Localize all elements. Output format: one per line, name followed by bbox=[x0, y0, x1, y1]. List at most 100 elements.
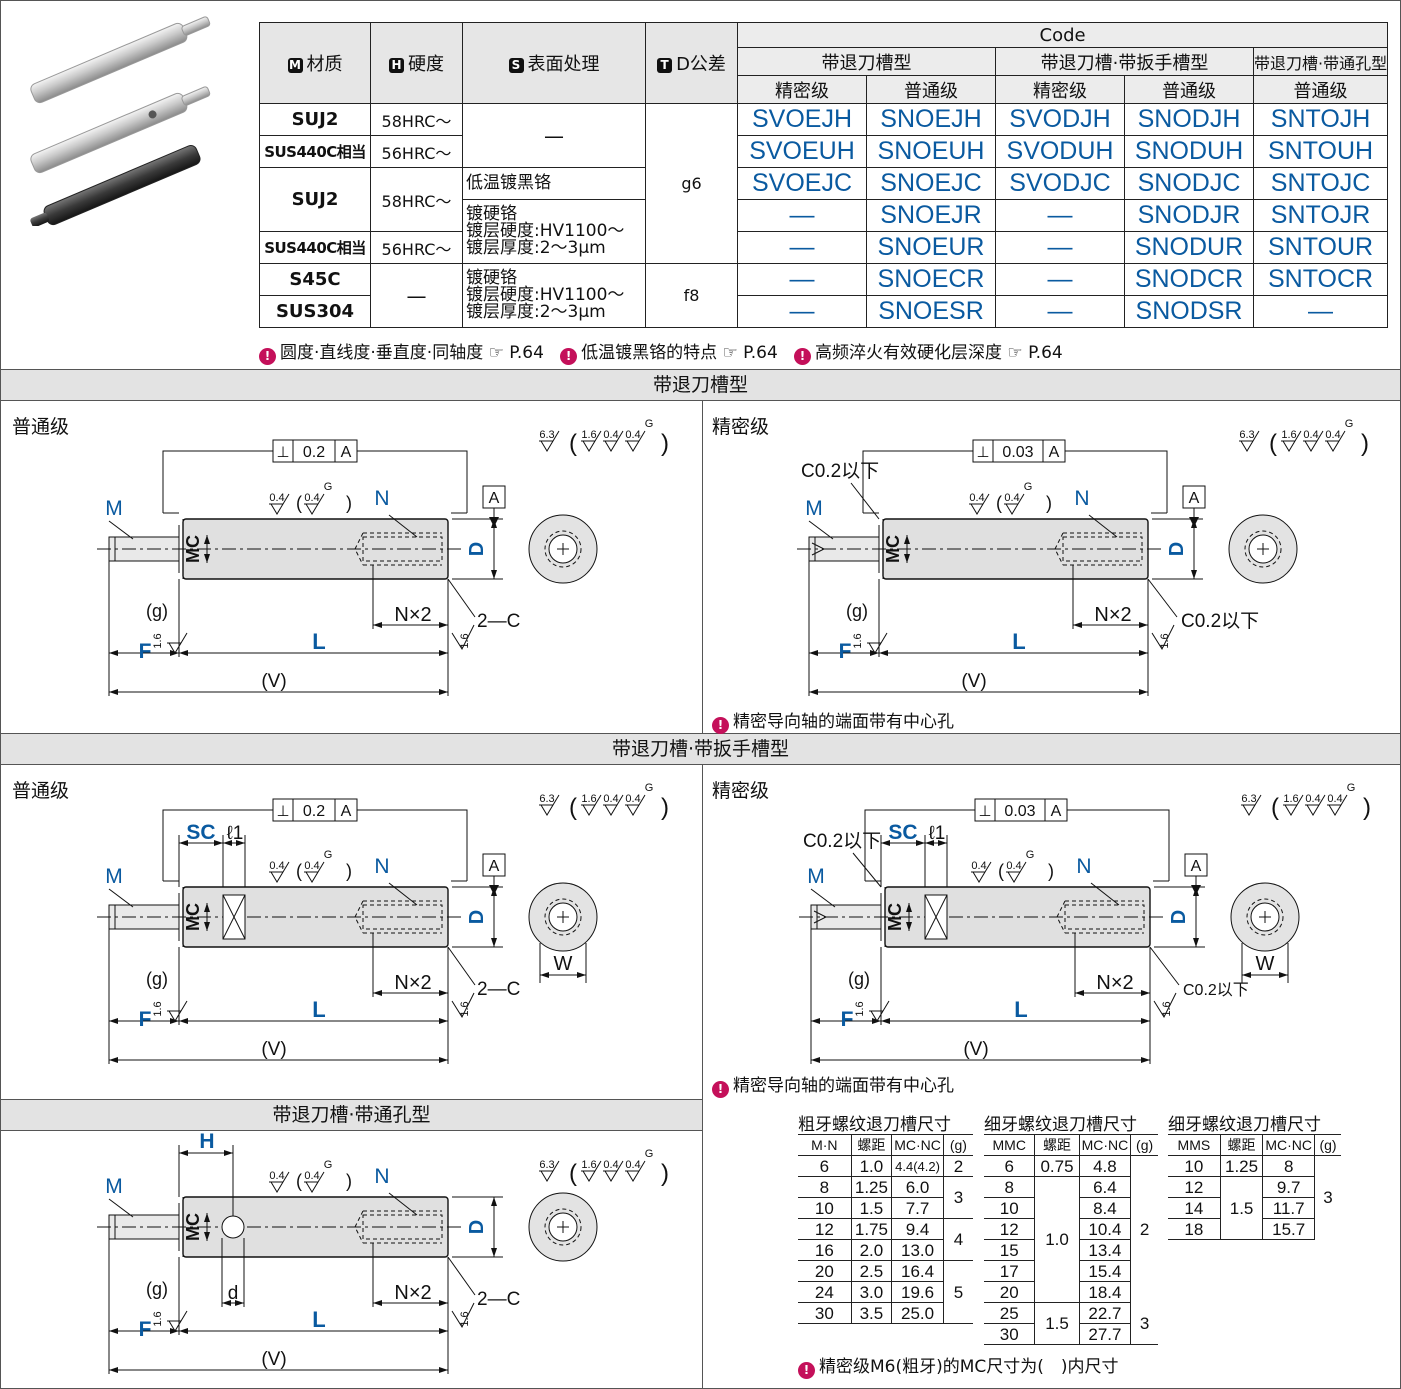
code-cell[interactable]: SNODJC bbox=[1124, 167, 1254, 200]
code-cell[interactable]: SNODSR bbox=[1124, 295, 1254, 328]
roughness-label: 0.4 bbox=[625, 429, 640, 441]
arrow bbox=[204, 535, 210, 563]
table-cell: 6.4 bbox=[1078, 1176, 1131, 1198]
roughness-label: G bbox=[645, 782, 654, 794]
dim-label: A bbox=[1049, 444, 1060, 461]
table-cell: 3 bbox=[1130, 1302, 1158, 1345]
table-cell: 1.5 bbox=[1034, 1302, 1080, 1345]
table-cell: 11.7 bbox=[1262, 1197, 1315, 1219]
roughness-icon bbox=[305, 493, 325, 515]
code-cell[interactable]: SNTOJH bbox=[1252, 103, 1389, 136]
line bbox=[222, 894, 246, 940]
arrow bbox=[222, 1300, 244, 1306]
info-icon: ! bbox=[794, 348, 812, 365]
code-cell: — bbox=[995, 295, 1125, 328]
table-cell: 1.5 bbox=[850, 1197, 892, 1219]
code-cell[interactable]: SNOEUR bbox=[866, 231, 996, 264]
roughness-label: 1.6 bbox=[152, 1311, 164, 1326]
code-cell[interactable]: SNODUH bbox=[1124, 135, 1254, 168]
code-cell[interactable]: SVODJH bbox=[995, 103, 1125, 136]
note-link[interactable]: 高频淬火有效硬化层深度 ☞ P.64 bbox=[815, 343, 1063, 363]
code-cell[interactable]: SNODUR bbox=[1124, 231, 1254, 264]
code-cell[interactable]: SNTOUH bbox=[1252, 135, 1389, 168]
dim-label: (V) bbox=[261, 1039, 286, 1060]
dim-label: W bbox=[554, 953, 573, 975]
table-cell: 30 bbox=[984, 1323, 1035, 1345]
code-cell[interactable]: SNOEJH bbox=[866, 103, 996, 136]
arrow bbox=[204, 1213, 210, 1241]
roughness-icon bbox=[970, 493, 990, 515]
dim-label: MC bbox=[183, 903, 203, 931]
roughness-icon bbox=[582, 1160, 602, 1182]
table-title: 粗牙螺纹退刀槽尺寸 bbox=[798, 1115, 951, 1135]
dim-label: L bbox=[1014, 997, 1027, 1022]
roughness-icon bbox=[1153, 992, 1177, 1019]
info-icon: ! bbox=[560, 348, 578, 365]
code-cell[interactable]: SNTOUR bbox=[1252, 231, 1389, 264]
code-cell[interactable]: SVOEJC bbox=[737, 167, 867, 200]
table-cell: 0.75 bbox=[1034, 1155, 1080, 1177]
dim-label: ( bbox=[296, 861, 302, 881]
roughness-icon bbox=[626, 1160, 646, 1182]
arrow bbox=[373, 990, 448, 996]
dim-label: A bbox=[341, 803, 352, 820]
dim-label: A bbox=[1051, 803, 1062, 820]
dim-label: A bbox=[341, 444, 352, 461]
perp-symbol: ⊥ bbox=[978, 803, 991, 820]
code-cell[interactable]: SNTOCR bbox=[1252, 263, 1389, 296]
code-cell[interactable]: SNOEJC bbox=[866, 167, 996, 200]
note-link[interactable]: 圆度·直线度·垂直度·同轴度 ☞ P.64 bbox=[280, 343, 544, 363]
note-link[interactable]: 低温镀黑铬的特点 ☞ P.64 bbox=[581, 343, 778, 363]
code-cell[interactable]: SNOECR bbox=[866, 263, 996, 296]
end-view-thread bbox=[1244, 530, 1282, 568]
table-cell: 6 bbox=[984, 1155, 1035, 1177]
dim-label: 2—C bbox=[477, 1289, 520, 1310]
roughness-label: 6.3 bbox=[1241, 793, 1256, 805]
code-cell[interactable]: SVODJC bbox=[995, 167, 1125, 200]
m6-note: !精密级M6(粗牙)的MC尺寸为( )内尺寸 bbox=[798, 1352, 1119, 1379]
dim-label: (g) bbox=[146, 601, 168, 621]
code-cell[interactable]: SNODCR bbox=[1124, 263, 1254, 296]
section-title: 带退刀槽·带通孔型 bbox=[1, 1099, 702, 1131]
roughness-icon bbox=[1240, 430, 1260, 452]
roughness-icon bbox=[626, 794, 646, 816]
thread-stub bbox=[108, 536, 180, 562]
dim-label: L bbox=[1012, 629, 1025, 654]
table-cell: 16 bbox=[798, 1239, 852, 1261]
dim-label: ( bbox=[569, 430, 577, 457]
panel-title: 精密级 bbox=[712, 780, 770, 802]
code-cell[interactable]: SNOEUH bbox=[866, 135, 996, 168]
info-icon: ! bbox=[259, 348, 276, 365]
dim-label: 0.2 bbox=[303, 803, 325, 820]
roughness-icon bbox=[270, 861, 290, 883]
table-cell: 13.4 bbox=[1078, 1239, 1131, 1261]
table-cell: 8 bbox=[798, 1176, 852, 1198]
code-cell[interactable]: SNTOJC bbox=[1252, 167, 1389, 200]
code-cell[interactable]: SVODUH bbox=[995, 135, 1125, 168]
code-cell[interactable]: SNODJH bbox=[1124, 103, 1254, 136]
code-cell[interactable]: SVOEJH bbox=[737, 103, 867, 136]
roughness-icon bbox=[1282, 430, 1302, 452]
code-cell[interactable]: SNOESR bbox=[866, 295, 996, 328]
roughness-label: 0.4 bbox=[269, 860, 284, 872]
dim-label: 0.03 bbox=[1002, 444, 1033, 461]
table-cell: 10.4 bbox=[1078, 1218, 1131, 1240]
table-cell: 13.0 bbox=[891, 1239, 944, 1261]
code-cell[interactable]: SNTOJR bbox=[1252, 199, 1389, 232]
leader bbox=[108, 888, 134, 908]
code-cell[interactable]: SNODJR bbox=[1124, 199, 1254, 232]
dim-label: N×2 bbox=[394, 1282, 431, 1304]
perp-symbol: ⊥ bbox=[976, 444, 989, 461]
leader bbox=[850, 482, 880, 520]
hardness-cell: 56HRC～ bbox=[370, 231, 463, 264]
material-cell: S45C bbox=[259, 263, 371, 296]
code-cell[interactable]: SNOEJR bbox=[866, 199, 996, 232]
code-cell[interactable]: SVOEUH bbox=[737, 135, 867, 168]
roughness-label: G bbox=[645, 418, 654, 430]
